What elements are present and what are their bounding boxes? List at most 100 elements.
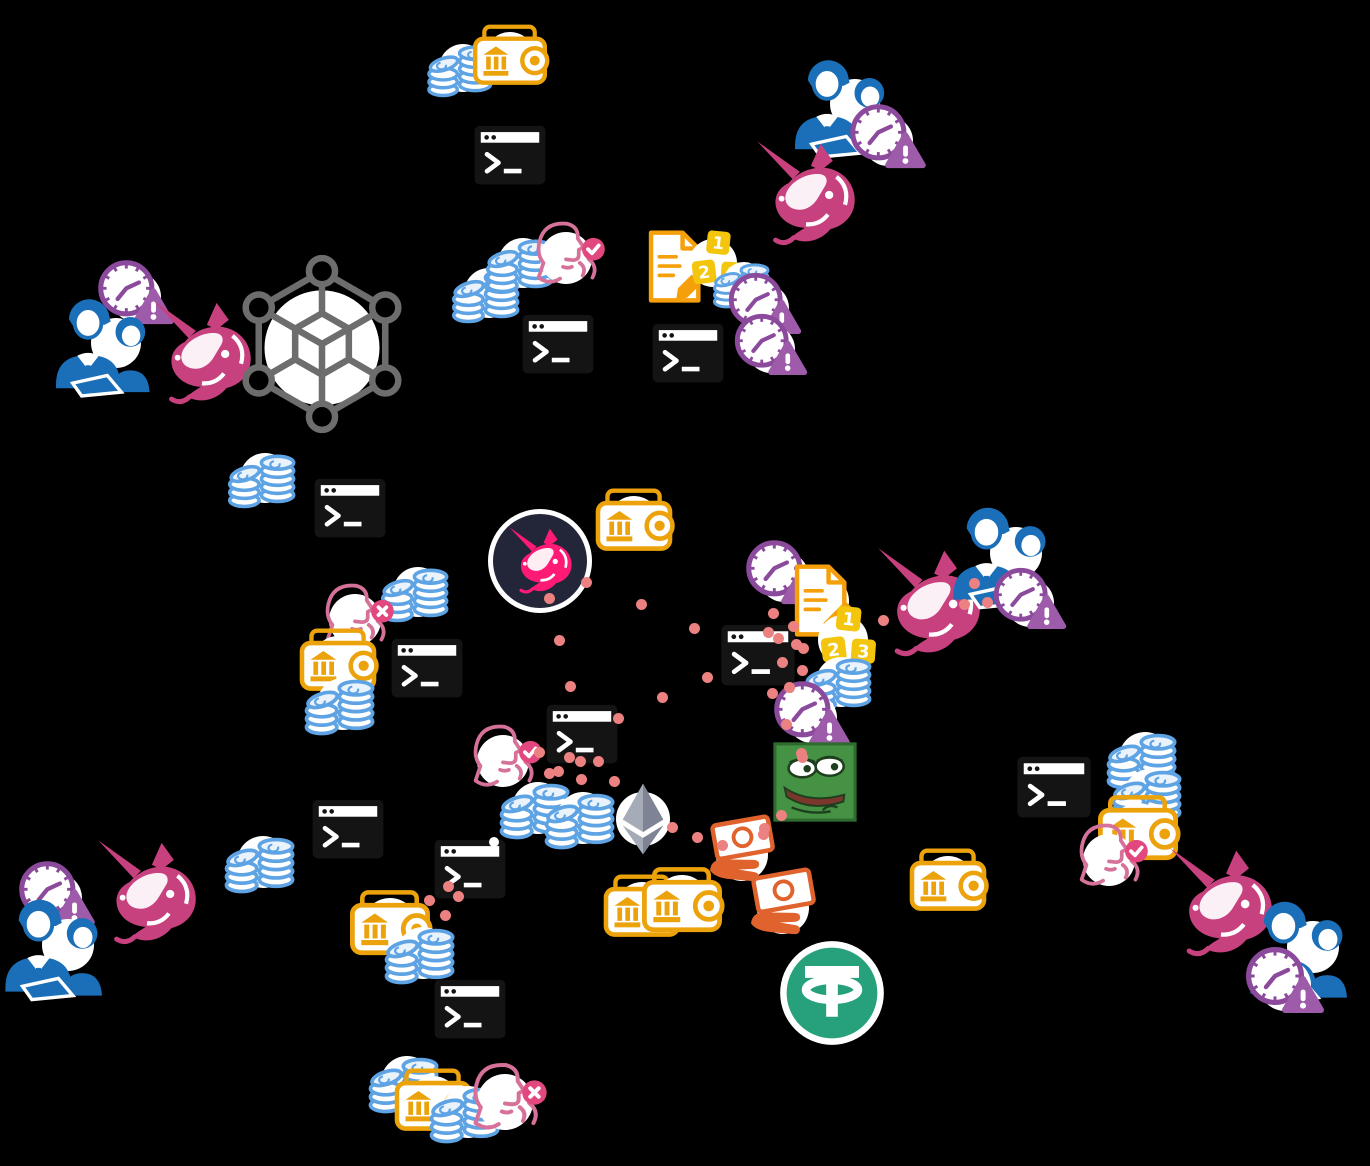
graph-node-clock-warning[interactable] [850, 104, 926, 169]
graph-node-terminal[interactable] [652, 323, 724, 383]
graph-node-clock-warning[interactable] [774, 681, 850, 746]
graph-node-coins[interactable] [224, 836, 295, 894]
graph-node-bank-wallet[interactable] [909, 848, 989, 911]
graph-node-cube-network[interactable] [242, 254, 402, 434]
mini-node-dot[interactable] [758, 822, 770, 834]
graph-node-bank-wallet[interactable] [595, 488, 675, 551]
mini-node-dot[interactable] [772, 632, 784, 644]
coin-stacks-icon [1101, 714, 1190, 803]
graph-node-coins[interactable] [1106, 732, 1177, 790]
graph-node-clock-warning[interactable] [98, 260, 174, 325]
mini-node-dot[interactable] [790, 638, 802, 650]
graph-node-bank-wallet[interactable] [472, 24, 550, 85]
mini-node-dot[interactable] [958, 598, 970, 610]
mini-node-dot[interactable] [691, 831, 703, 843]
graph-node-tether[interactable] [780, 941, 884, 1045]
mini-node-dot[interactable] [552, 765, 564, 777]
mini-node-dot[interactable] [981, 596, 993, 608]
mini-node-dot[interactable] [877, 614, 889, 626]
mini-node-dot[interactable] [452, 890, 464, 902]
mini-node-dot[interactable] [423, 894, 435, 906]
graph-node-uniswap[interactable] [1170, 847, 1272, 956]
graph-node-terminal[interactable] [312, 799, 384, 859]
mini-node-dot[interactable] [775, 809, 787, 821]
mini-node-dot[interactable] [533, 746, 545, 758]
mini-node-dot[interactable] [563, 751, 575, 763]
mini-node-dot[interactable] [757, 828, 769, 840]
terminal-window-icon [428, 968, 513, 1053]
mini-node-dot[interactable] [439, 909, 451, 921]
graph-node-terminal[interactable] [391, 638, 463, 698]
document-edit-icon [633, 223, 722, 312]
mini-node-dot[interactable] [968, 577, 980, 589]
mini-node-dot[interactable] [442, 880, 454, 892]
clock-warning-icon [986, 560, 1075, 649]
graph-node-clock-warning[interactable] [1246, 947, 1324, 1013]
graph-node-coins[interactable] [227, 453, 296, 509]
uniswap-unicorn-icon [89, 835, 206, 952]
mini-node-dot[interactable] [580, 576, 592, 588]
graph-node-terminal[interactable] [434, 979, 506, 1039]
graph-node-terminal[interactable] [474, 125, 546, 185]
mini-node-dot[interactable] [553, 634, 565, 646]
graph-node-uniswap[interactable] [153, 300, 252, 404]
graph-node-bank-wallet[interactable] [642, 867, 725, 933]
mini-node-dot[interactable] [796, 664, 808, 676]
mini-node-dot[interactable] [762, 626, 774, 638]
mini-node-dot[interactable] [797, 642, 809, 654]
svg-text:1: 1 [712, 232, 726, 253]
mini-node-dot[interactable] [592, 755, 604, 767]
mini-node-dot[interactable] [612, 712, 624, 724]
graph-node-coins[interactable] [304, 678, 375, 736]
analyst-pair-icon [44, 285, 167, 408]
graph-node-clock-warning[interactable] [734, 313, 808, 376]
graph-node-person[interactable] [55, 299, 150, 398]
graph-node-money-hand[interactable] [710, 814, 775, 882]
graph-node-voice-x[interactable] [473, 1063, 547, 1130]
graph-node-voice-check[interactable] [473, 724, 542, 787]
mini-node-dot[interactable] [688, 622, 700, 634]
mini-node-dot[interactable] [608, 775, 620, 787]
graph-node-voice-check[interactable] [536, 221, 605, 284]
graph-node-clock-warning[interactable] [993, 567, 1067, 630]
graph-node-uniswap[interactable] [757, 141, 856, 245]
mini-node-dot[interactable] [783, 681, 795, 693]
mini-node-dot[interactable] [543, 592, 555, 604]
graph-node-terminal[interactable] [314, 478, 386, 538]
graph-node-terminal[interactable] [1017, 756, 1091, 818]
mini-node-dot[interactable] [564, 680, 576, 692]
graph-node-voice-check[interactable] [1079, 823, 1148, 886]
mini-node-dot[interactable] [766, 687, 778, 699]
graph-node-terminal[interactable] [522, 314, 594, 374]
mini-node-dot[interactable] [796, 751, 808, 763]
graph-node-bank-wallet[interactable] [299, 628, 379, 691]
mini-node-dot[interactable] [574, 755, 586, 767]
mini-node-dot[interactable] [656, 691, 668, 703]
graph-node-coins[interactable] [384, 927, 455, 985]
mini-node-dot[interactable] [575, 773, 587, 785]
mini-node-dot[interactable] [787, 620, 799, 632]
bank-wallet-icon [635, 855, 730, 950]
mini-node-dot[interactable] [780, 718, 792, 730]
graph-node-uniswap-dark[interactable] [488, 509, 592, 613]
graph-node-ethereum[interactable] [616, 783, 670, 855]
mini-node-dot[interactable] [701, 671, 713, 683]
mini-node-dot[interactable] [635, 598, 647, 610]
mini-node-dot[interactable] [767, 607, 779, 619]
graph-node-coins[interactable] [544, 792, 615, 850]
mini-node-dot[interactable] [776, 656, 788, 668]
graph-node-money-hand[interactable] [751, 867, 816, 935]
graph-node-pepe[interactable] [773, 742, 857, 822]
graph-node-uniswap[interactable] [98, 840, 197, 944]
mini-node-dot-white[interactable] [489, 837, 499, 847]
mini-node-dot[interactable] [716, 839, 728, 851]
graph-node-terminal[interactable] [546, 704, 618, 764]
tether-logo-icon [778, 939, 886, 1047]
graph-node-person[interactable] [5, 899, 103, 1002]
mini-node-dot[interactable] [543, 767, 555, 779]
graph-node-coins[interactable] [499, 782, 570, 840]
mini-node-dot[interactable] [666, 821, 678, 833]
